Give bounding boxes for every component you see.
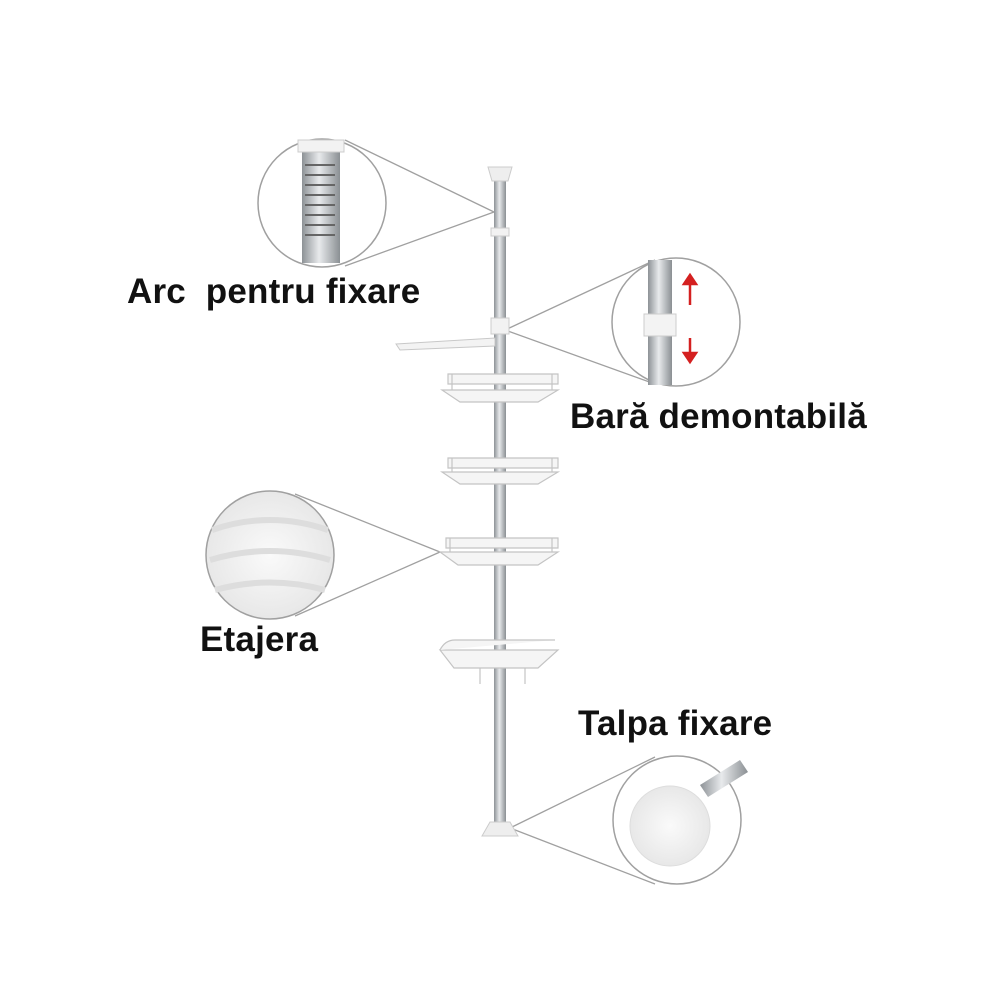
label-bar: Bară demontabilă <box>570 397 867 436</box>
callout-shelf <box>205 490 335 620</box>
callout-spring <box>257 138 387 268</box>
callout-bar <box>611 257 741 387</box>
label-foot: Talpa fixare <box>578 704 773 743</box>
shelf-4 <box>438 639 560 684</box>
shelves <box>438 373 561 684</box>
towel-arm <box>395 337 496 351</box>
shelf-2 <box>440 457 561 485</box>
callout-lines <box>294 139 656 885</box>
label-shelf: Etajera <box>200 620 319 659</box>
callout-foot <box>612 755 748 885</box>
pole <box>481 166 519 837</box>
shelf-1 <box>440 373 561 403</box>
double-arrow-icon <box>681 272 699 365</box>
label-spring: Arc pentru fixare <box>127 272 421 311</box>
shelf-3 <box>438 537 561 566</box>
